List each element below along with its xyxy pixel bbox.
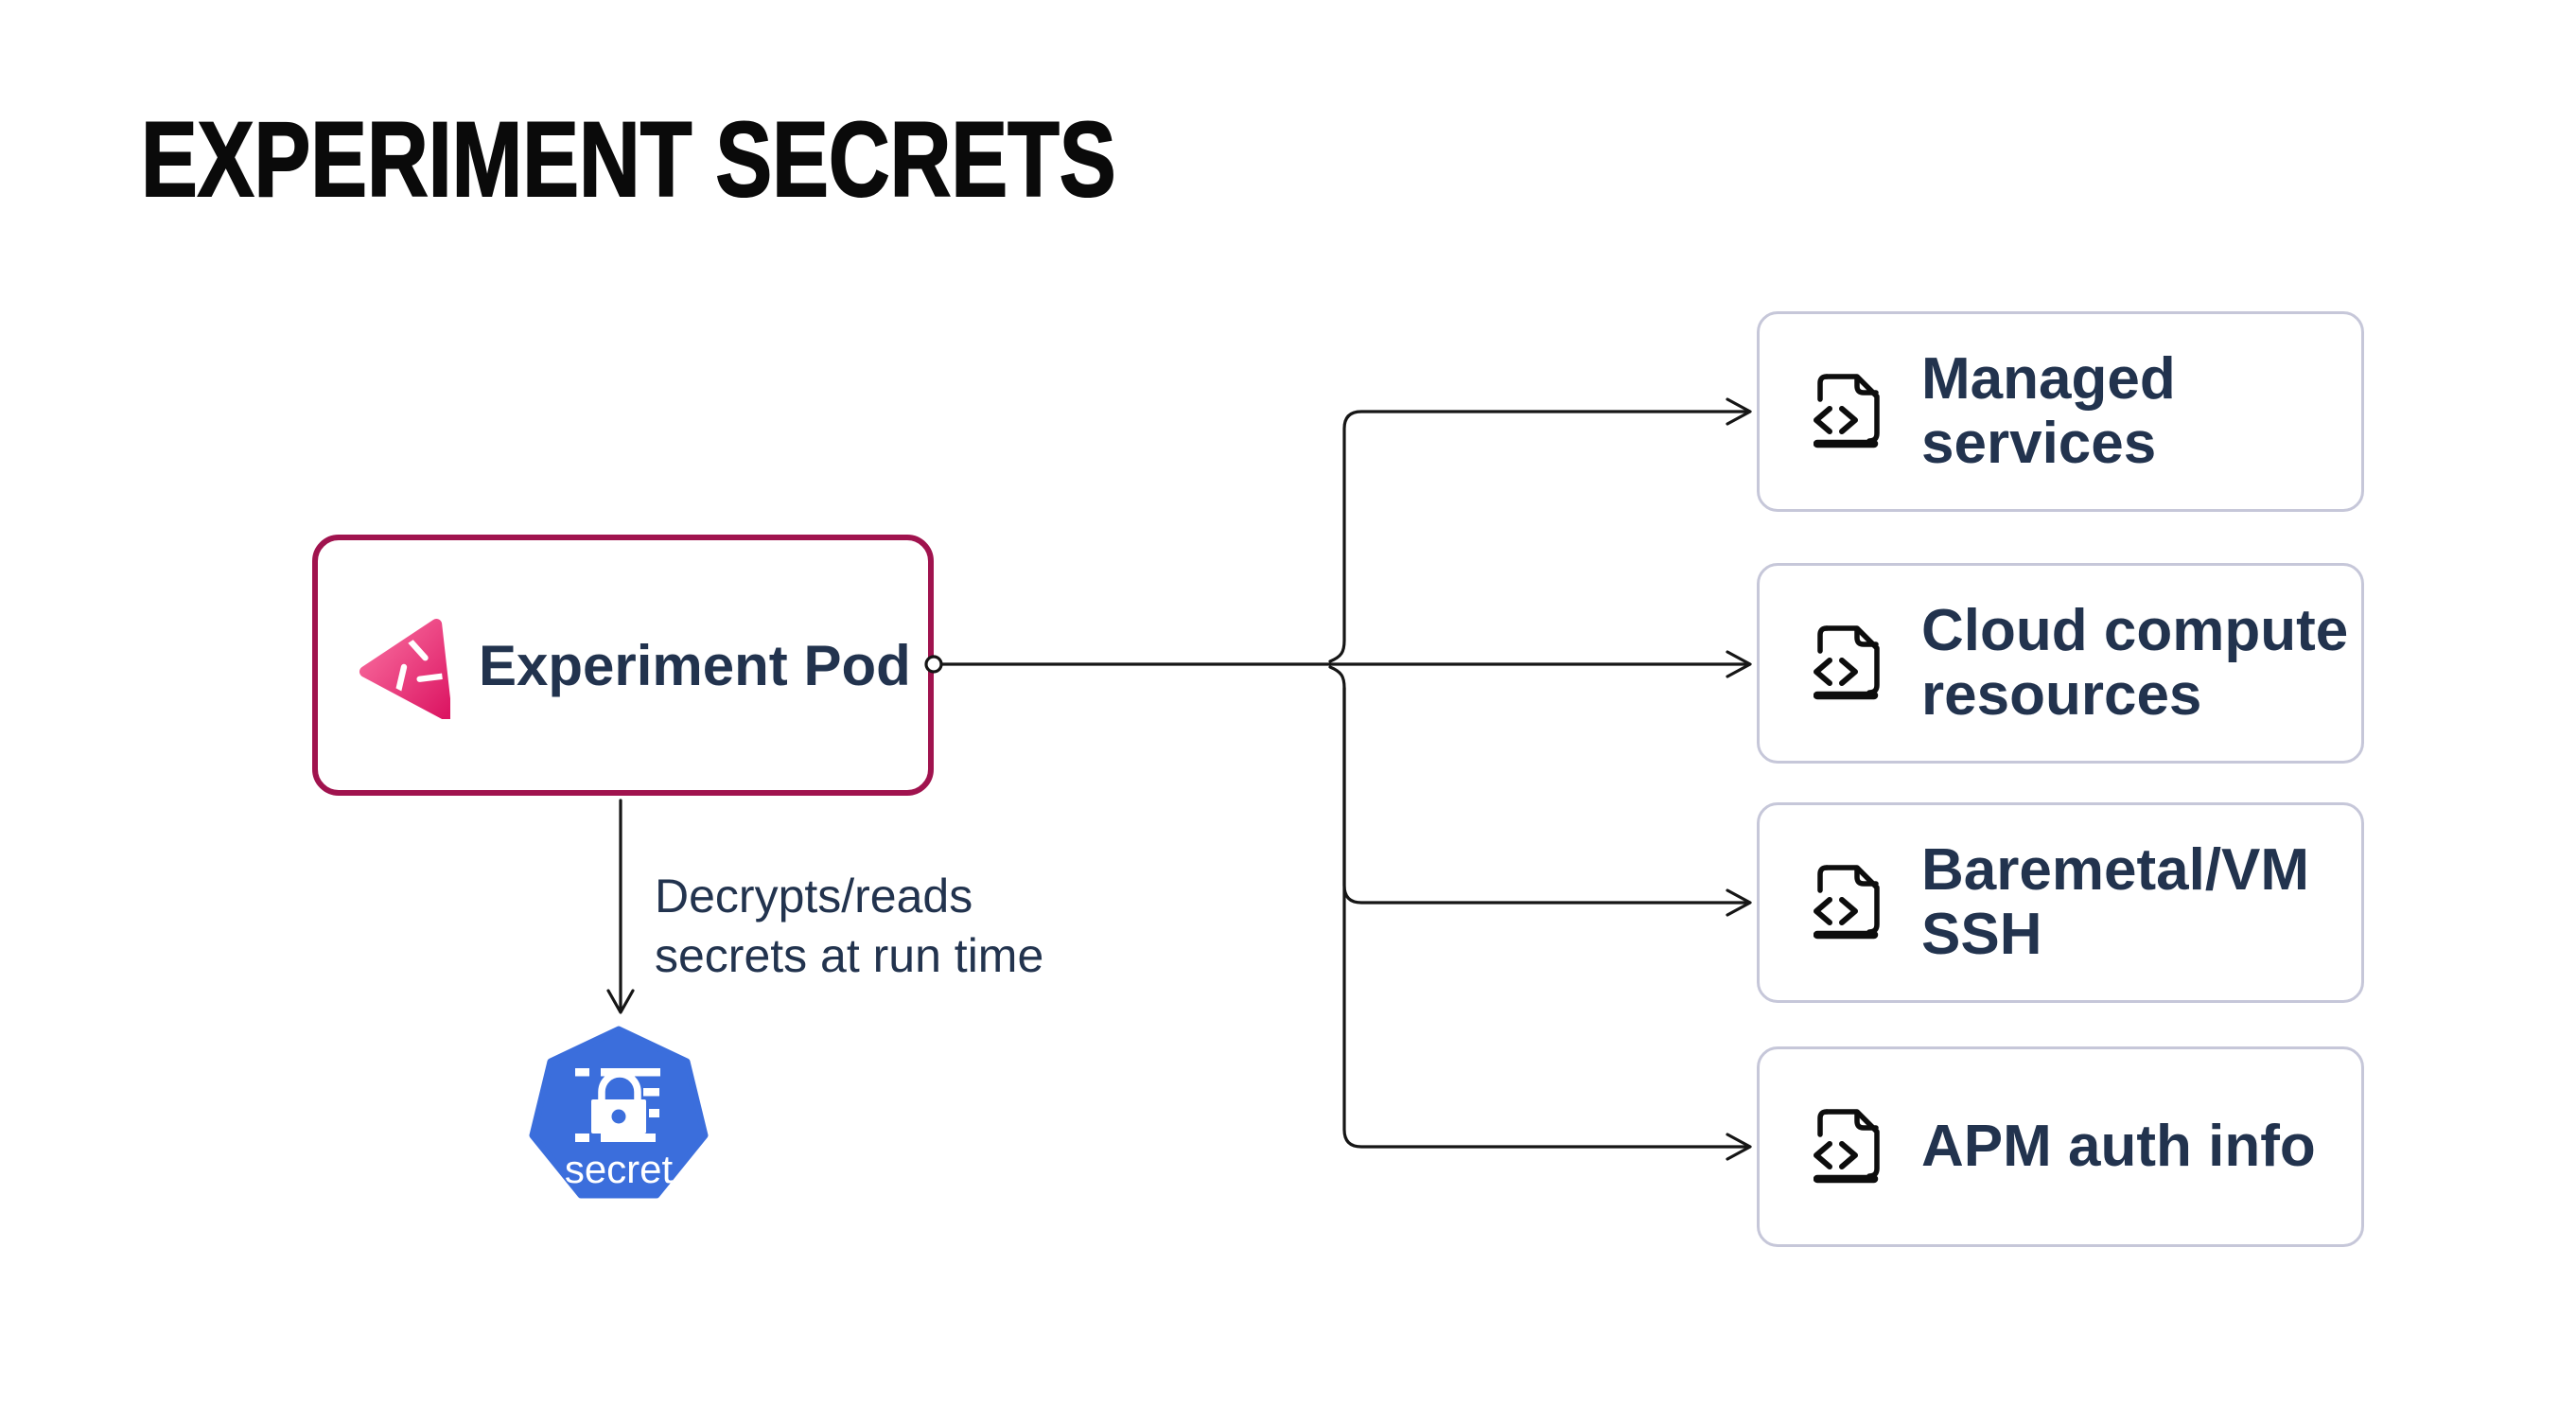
file-code-icon bbox=[1814, 625, 1880, 700]
target-node-apm-auth-info: APM auth info bbox=[1757, 1046, 2364, 1247]
annotation-line-1: Decrypts/reads bbox=[655, 870, 973, 923]
decrypt-annotation: Decrypts/reads secrets at run time bbox=[655, 867, 1043, 986]
chaos-mesh-logo-icon bbox=[359, 619, 450, 719]
target-label-line: Cloud compute bbox=[1921, 598, 2349, 663]
arrowhead-cloud-compute bbox=[1726, 650, 1752, 678]
target-label-line: Baremetal/VM bbox=[1921, 837, 2310, 903]
secret-label: secret bbox=[565, 1147, 674, 1191]
connector-branch-baremetal bbox=[1328, 665, 1748, 905]
file-code-icon bbox=[1814, 865, 1880, 940]
target-node-managed-services: Managed services bbox=[1757, 311, 2364, 512]
page-title: EXPERIMENT SECRETS bbox=[140, 100, 1116, 219]
target-label-line: APM auth info bbox=[1921, 1114, 2316, 1179]
arrowhead-managed-services bbox=[1726, 397, 1752, 426]
target-label-line: services bbox=[1921, 411, 2157, 476]
target-label: Managed services bbox=[1921, 314, 2176, 509]
annotation-line-2: secrets at run time bbox=[655, 929, 1044, 982]
target-label: Cloud compute resources bbox=[1921, 566, 2348, 761]
connector-branch-apm bbox=[1342, 686, 1748, 1149]
file-code-icon bbox=[1814, 374, 1880, 448]
experiment-pod-label: Experiment Pod bbox=[479, 633, 911, 697]
file-code-icon bbox=[1814, 1109, 1880, 1184]
arrowhead-secret bbox=[606, 989, 635, 1014]
target-label-line: resources bbox=[1921, 662, 2202, 728]
target-node-baremetal-vm-ssh: Baremetal/VM SSH bbox=[1757, 802, 2364, 1003]
arrowhead-apm bbox=[1726, 1133, 1752, 1161]
kubernetes-secret-icon: secret bbox=[529, 1026, 709, 1199]
target-label: Baremetal/VM SSH bbox=[1921, 805, 2309, 1000]
target-node-cloud-compute-resources: Cloud compute resources bbox=[1757, 563, 2364, 764]
target-label: APM auth info bbox=[1921, 1049, 2316, 1244]
experiment-pod-node: Experiment Pod bbox=[312, 535, 934, 796]
connector-branch-managed-services bbox=[1328, 410, 1748, 663]
arrowhead-baremetal bbox=[1726, 888, 1752, 917]
target-label-line: SSH bbox=[1921, 902, 2042, 967]
target-label-line: Managed bbox=[1921, 346, 2176, 412]
